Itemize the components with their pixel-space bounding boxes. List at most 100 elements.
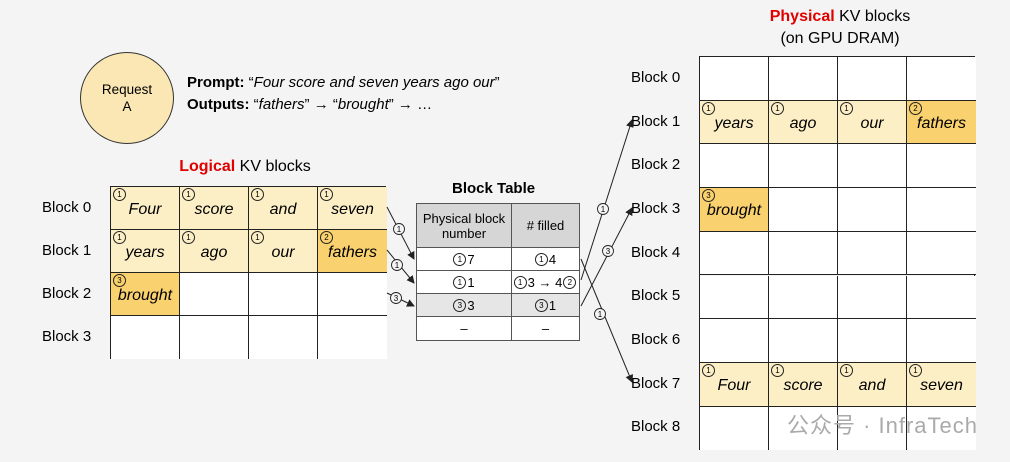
- row-label: Block 8: [631, 418, 681, 436]
- token-word: Four: [128, 200, 162, 218]
- outputs-label: Outputs:: [187, 96, 250, 113]
- output-2: brought: [337, 96, 389, 113]
- count-badge-icon: 1: [909, 363, 922, 377]
- count-badge-icon: 2: [563, 275, 577, 289]
- kv-cell: [838, 319, 907, 363]
- kv-cell: [907, 406, 976, 451]
- arrow-table-to-physical3: [580, 207, 633, 307]
- request-circle-line2: A: [122, 99, 132, 114]
- kv-cell: [700, 57, 769, 101]
- block-table-filled-value: 1: [548, 297, 557, 313]
- kv-cell: [907, 144, 976, 189]
- count-badge-icon: 1: [702, 101, 715, 115]
- arrow-label: 1: [397, 225, 402, 234]
- block-table-header-physical: Physical block number: [417, 204, 512, 248]
- row-label: Block 0: [42, 198, 92, 216]
- count-badge-icon: 1: [702, 363, 715, 377]
- row-label: Block 0: [631, 68, 681, 86]
- kv-cell: [838, 406, 907, 451]
- count-badge-icon: 3: [534, 298, 548, 312]
- output-1: fathers: [258, 96, 305, 113]
- kv-cell: [769, 231, 838, 276]
- kv-cell: [249, 316, 318, 359]
- block-table-physical-cell: –: [417, 317, 512, 340]
- prompt-text: Four score and seven years ago our: [253, 74, 495, 91]
- token-word: score: [783, 376, 823, 394]
- physical-title-rest: KV blocks: [834, 8, 911, 25]
- kv-cell: [249, 273, 318, 316]
- arrow-label: 3: [394, 294, 399, 303]
- count-badge-icon: 1: [113, 188, 126, 201]
- row-label: Block 3: [631, 199, 681, 217]
- token-word: Four: [717, 376, 751, 394]
- arrow-table-to-physical7: [580, 258, 634, 383]
- arrow-label-circle: [393, 223, 405, 235]
- kv-cell: [838, 275, 907, 320]
- arrow-label-circle: [390, 292, 402, 304]
- kv-cell: [838, 231, 907, 276]
- outputs-line: Outputs: “fathers” → “brought” → …: [187, 96, 433, 113]
- token-word: ago: [789, 114, 817, 132]
- arrow-label-circle: [597, 203, 609, 215]
- count-badge-icon: 3: [702, 189, 715, 203]
- kv-cell: [700, 275, 769, 320]
- count-badge-icon: 1: [513, 275, 527, 289]
- kv-cell: [180, 316, 249, 359]
- kv-cell: [700, 319, 769, 363]
- count-badge-icon: 1: [251, 231, 264, 244]
- kv-cell: [907, 275, 976, 320]
- block-table-header-filled: # filled: [512, 204, 579, 248]
- kv-cell: [907, 319, 976, 363]
- arrow-table-to-physical1: [580, 119, 634, 281]
- row-label: Block 1: [631, 112, 681, 130]
- kv-cell: 1 our: [249, 230, 318, 273]
- count-badge-icon: 1: [771, 363, 784, 377]
- row-label: Block 2: [631, 156, 681, 174]
- token-word: our: [271, 243, 295, 261]
- count-badge-icon: 1: [251, 188, 264, 201]
- kv-cell: [700, 231, 769, 276]
- count-badge-icon: 1: [840, 101, 853, 115]
- watermark: 公众号 · InfraTech: [786, 413, 978, 438]
- token-word: seven: [331, 200, 374, 218]
- kv-cell: [769, 275, 838, 320]
- kv-cell: [318, 273, 387, 316]
- count-badge-icon: 2: [909, 101, 922, 115]
- arrow-label: 1: [598, 310, 603, 319]
- count-badge-icon: 1: [320, 188, 333, 201]
- logical-title: Logical KV blocks: [160, 158, 330, 176]
- count-badge-icon: 1: [453, 275, 467, 289]
- block-table-physical-value: –: [460, 321, 468, 336]
- block-table-filled-value: 4: [548, 251, 557, 267]
- logical-title-red: Logical: [179, 158, 236, 175]
- physical-subtitle: (on GPU DRAM): [780, 30, 900, 47]
- kv-cell: [180, 273, 249, 316]
- block-table-filled-value: –: [541, 321, 550, 336]
- token-word: years: [714, 114, 754, 132]
- row-label: Block 4: [631, 243, 681, 261]
- prompt-label: Prompt:: [187, 74, 245, 91]
- count-badge-icon: 1: [840, 363, 853, 377]
- row-label: Block 6: [631, 331, 681, 349]
- kv-cell: [838, 57, 907, 101]
- kv-cell: [769, 188, 838, 232]
- count-badge-icon: 2: [320, 231, 333, 244]
- kv-cell: [769, 57, 838, 101]
- output-arrow-1: →: [313, 96, 329, 113]
- kv-cell: [318, 316, 387, 359]
- count-badge-icon: 1: [771, 101, 784, 115]
- kv-cell: [838, 188, 907, 232]
